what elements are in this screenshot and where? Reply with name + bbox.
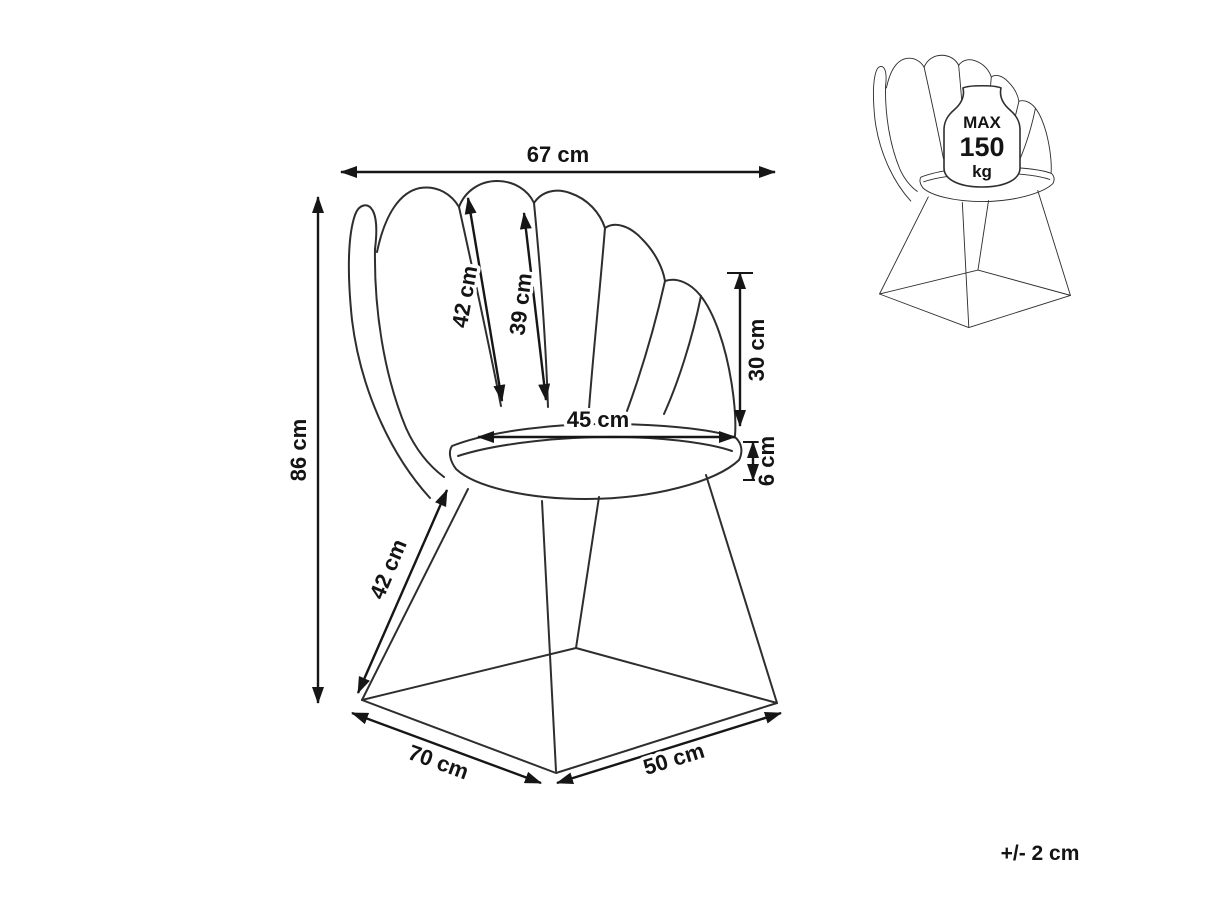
dim-label-leg-height: 42 cm: [364, 535, 411, 602]
dim-line-back-height-mid: [519, 212, 551, 401]
max-load-value: 150: [959, 132, 1004, 162]
inset-max-load: MAX 150 kg: [873, 54, 1071, 329]
max-load-label: MAX: [963, 113, 1001, 132]
dim-label-overall-height: 86 cm: [286, 419, 311, 481]
weight-vase: [943, 84, 1021, 188]
dim-seat-width: 45 cm: [477, 404, 736, 443]
dim-top-width: 67 cm: [340, 139, 776, 178]
dim-line-leg-height: [356, 489, 449, 694]
dim-back-height-side: 30 cm: [727, 272, 773, 427]
main-chair: [347, 180, 778, 774]
dim-line-back-height-outer: [464, 197, 506, 402]
dim-label-back-height-outer: 42 cm: [447, 264, 482, 330]
dim-back-height-mid: 39 cm: [501, 212, 551, 401]
dim-base-depth: 70 cm: [351, 711, 542, 788]
dim-label-seat-width: 45 cm: [567, 407, 629, 432]
dim-base-width: 50 cm: [556, 711, 782, 785]
dim-label-top-width: 67 cm: [527, 142, 589, 167]
tolerance-note: +/- 2 cm: [1001, 842, 1080, 865]
dim-leg-height: 42 cm: [356, 489, 449, 694]
dim-line-base-depth: [351, 711, 542, 785]
max-load-unit: kg: [972, 162, 992, 181]
dim-label-back-height-side: 30 cm: [744, 319, 769, 381]
dim-seat-thickness: 6 cm: [743, 432, 783, 490]
dim-label-seat-thickness: 6 cm: [754, 436, 779, 486]
dim-line-base-width: [556, 711, 782, 785]
dim-label-back-height-mid: 39 cm: [504, 272, 536, 337]
dim-overall-height: 86 cm: [283, 196, 324, 704]
